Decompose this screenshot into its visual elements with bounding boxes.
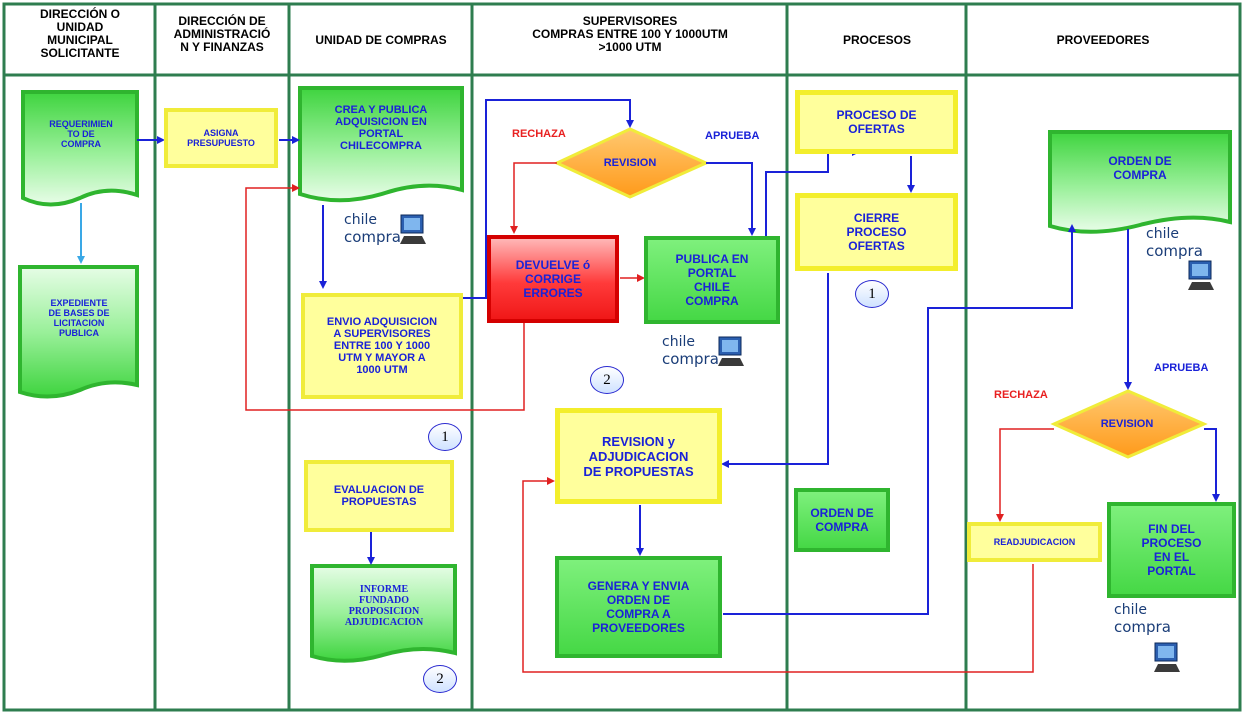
node-envio: ENVIO ADQUISICION A SUPERVISORES ENTRE 1… xyxy=(301,293,463,399)
label-aprueba-2: APRUEBA xyxy=(1154,362,1209,374)
node-revision1: REVISION xyxy=(603,157,657,169)
lane-header-procesos: PROCESOS xyxy=(842,33,911,47)
node-genera: GENERA Y ENVIA ORDEN DE COMPRA A PROVEED… xyxy=(555,556,722,658)
arrow-revision-devuelve xyxy=(510,162,557,234)
lane-header-administracion: DIRECCIÓN DE ADMINISTRACIÓ N Y FINANZAS xyxy=(173,14,271,54)
node-revision-adj: REVISION y ADJUDICACION DE PROPUESTAS xyxy=(555,408,722,504)
lane-header-proveedores: PROVEEDORES xyxy=(1056,33,1150,47)
lane-header-direccion: DIRECCIÓN O UNIDAD MUNICIPAL SOLICITANTE xyxy=(39,7,120,60)
connector-1-procesos: 1 xyxy=(855,280,889,308)
node-fin: FIN DEL PROCESO EN EL PORTAL xyxy=(1107,502,1236,598)
node-evaluacion: EVALUACION DE PROPUESTAS xyxy=(304,460,454,532)
connector-2-compras: 2 xyxy=(423,665,457,693)
chilecompra-logo: chile compra xyxy=(1144,227,1234,300)
node-readjudicacion: READJUDICACION xyxy=(967,522,1102,562)
label-rechaza-1: RECHAZA xyxy=(512,128,566,140)
label-aprueba-1: APRUEBA xyxy=(705,130,760,142)
expediente-doc-shape xyxy=(18,265,139,399)
node-orden-compra-prov: ORDEN DE COMPRA xyxy=(1108,154,1172,182)
node-cierre: CIERRE PROCESO OFERTAS xyxy=(795,193,958,271)
revision2-diamond-shape xyxy=(1050,389,1208,459)
node-revision2: REVISION xyxy=(1100,418,1154,430)
revision1-diamond-shape xyxy=(553,127,710,199)
computer-icon xyxy=(400,214,426,244)
label-rechaza-2: RECHAZA xyxy=(994,389,1048,401)
requerimiento-doc-shape xyxy=(21,90,139,207)
arrow-genera-orden xyxy=(723,224,1076,615)
arrow-revision2-readj xyxy=(996,428,1054,522)
chilecompra-logo: chile compra xyxy=(660,335,750,380)
computer-icon xyxy=(718,336,744,366)
arrow-cierre-revadj xyxy=(721,273,829,468)
node-publica: PUBLICA EN PORTAL CHILE COMPRA xyxy=(644,236,780,324)
arrow-revision2-fin xyxy=(1204,428,1220,502)
connector-1-compras: 1 xyxy=(428,423,462,451)
computer-icon xyxy=(1188,260,1214,290)
node-asigna: ASIGNA PRESUPUESTO xyxy=(164,108,278,168)
chilecompra-logo: chile compra xyxy=(342,213,432,258)
computer-icon xyxy=(1154,642,1180,672)
crea-publica-doc-shape xyxy=(298,86,464,203)
node-crea-publica: CREA Y PUBLICA ADQUISICION EN PORTAL CHI… xyxy=(334,104,428,152)
connector-2-supervisores: 2 xyxy=(590,366,624,394)
arrow-envio-revision xyxy=(462,99,634,299)
node-requerimiento: REQUERIMIEN TO DE COMPRA xyxy=(49,119,113,149)
node-devuelve: DEVUELVE ó CORRIGE ERRORES xyxy=(487,235,619,323)
node-orden-compra-procesos: ORDEN DE COMPRA xyxy=(794,488,890,552)
arrow-devuelve-crea xyxy=(245,184,525,411)
lane-header-supervisores: SUPERVISORES COMPRAS ENTRE 100 Y 1000UTM… xyxy=(532,14,728,54)
node-proceso-ofertas: PROCESO DE OFERTAS xyxy=(795,90,958,154)
chilecompra-logo: chile compra xyxy=(1112,603,1202,684)
arrow-revision-publica xyxy=(706,162,756,236)
arrow-readj-revadj xyxy=(522,477,1034,673)
node-expediente: EXPEDIENTE DE BASES DE LICITACION PUBLIC… xyxy=(48,298,110,338)
informe-doc-shape xyxy=(310,564,457,663)
node-informe: INFORME FUNDADO PROPOSICION ADJUDICACION xyxy=(344,584,424,628)
lane-header-unidad-compras: UNIDAD DE COMPRAS xyxy=(315,33,447,47)
